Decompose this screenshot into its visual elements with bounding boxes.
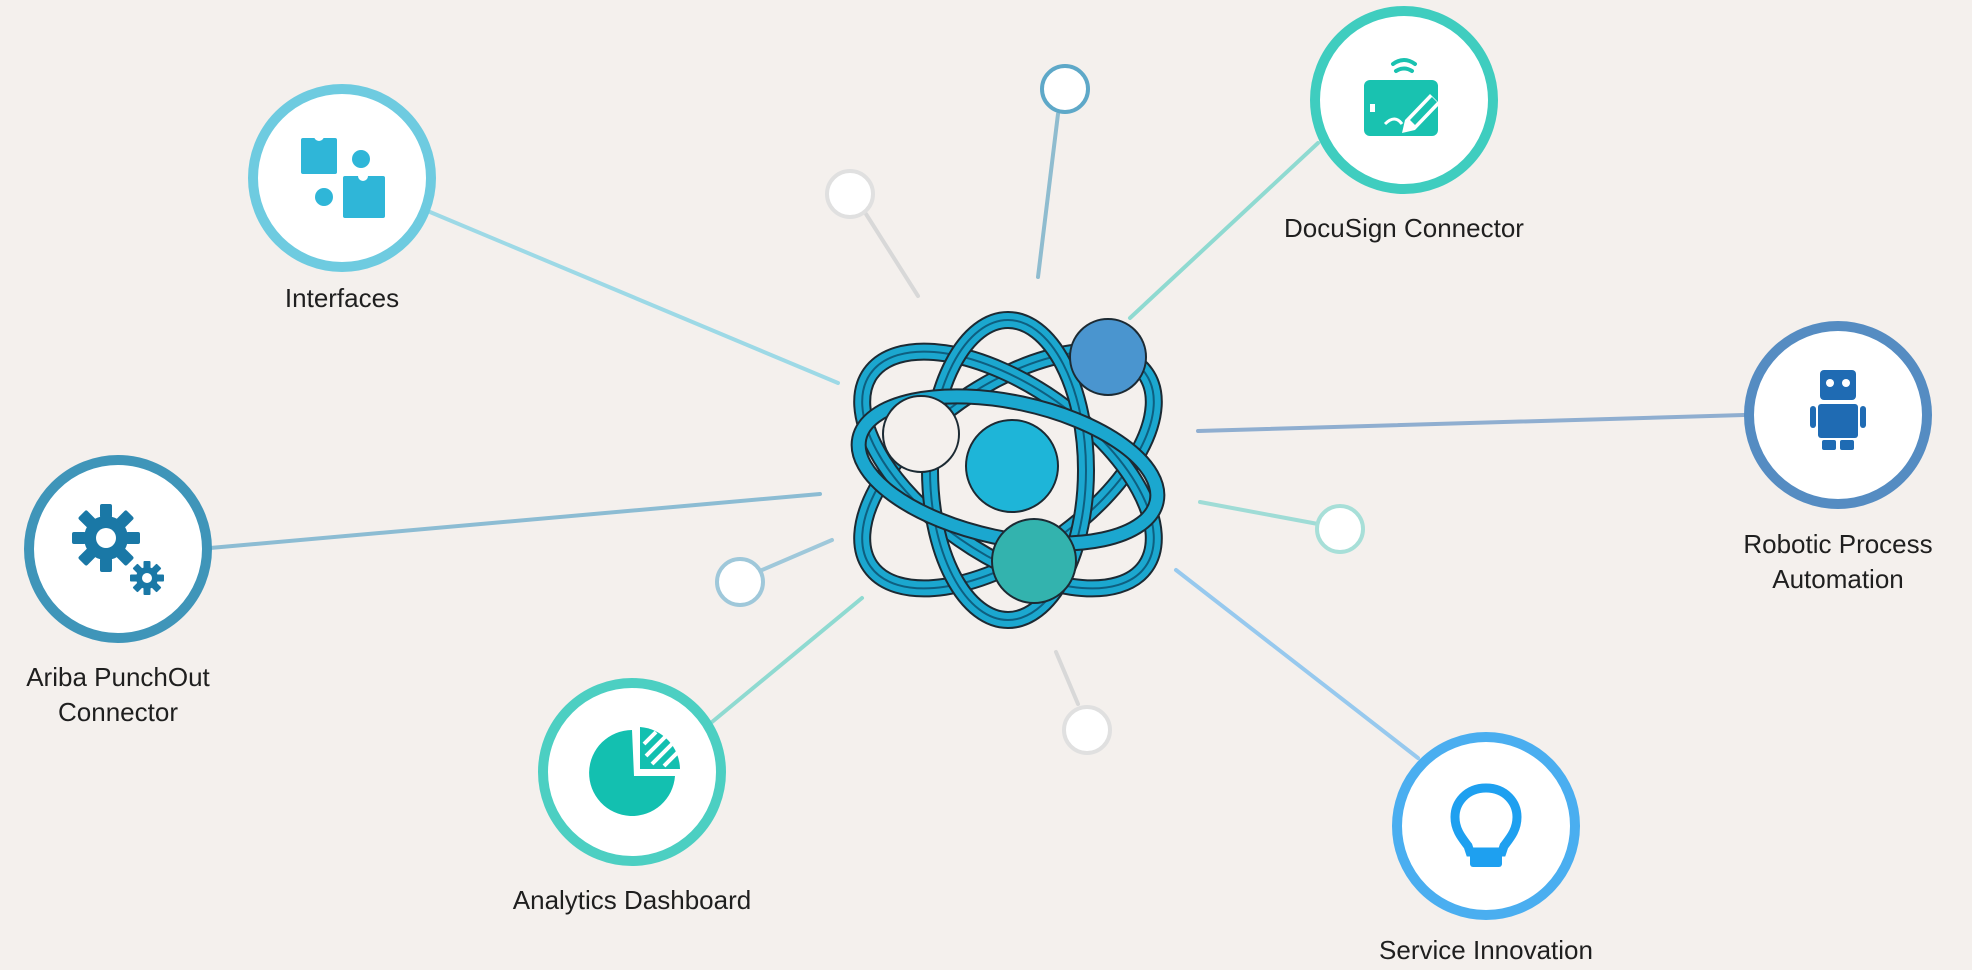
satellite-bottom (1062, 705, 1112, 755)
node-docusign (1310, 6, 1498, 194)
connector-docusign (1128, 141, 1320, 320)
node-service-circle (1392, 732, 1580, 920)
node-interfaces (248, 84, 436, 272)
electron-teal (991, 518, 1077, 604)
electron-blue (1069, 318, 1147, 396)
atom-icon (850, 311, 1166, 629)
connector-ariba (208, 492, 822, 550)
node-analytics (538, 678, 726, 866)
label-ariba-line1: Ariba PunchOut (26, 662, 210, 692)
connector-satellite-upper-left (864, 212, 920, 298)
connector-satellite-top (1036, 112, 1060, 279)
lightbulb-icon (1450, 783, 1522, 867)
connector-rpa (1196, 413, 1746, 433)
connector-satellite-right (1198, 500, 1320, 526)
node-rpa (1744, 321, 1932, 509)
node-interfaces-circle (248, 84, 436, 272)
connector-lines (208, 112, 1746, 760)
satellite-top (1040, 64, 1090, 114)
label-interfaces: Interfaces (284, 283, 400, 313)
label-rpa: Robotic Process Automation (1700, 527, 1972, 597)
label-service: Service Innovation (1379, 935, 1593, 965)
gears-icon (72, 504, 164, 595)
node-service (1392, 732, 1580, 920)
connector-satellite-bottom (1054, 650, 1080, 706)
connector-interfaces (428, 210, 840, 385)
connector-satellite-left (760, 538, 834, 572)
node-ariba (24, 455, 212, 643)
robot-icon (1810, 370, 1866, 450)
label-rpa-line2: Automation (1772, 564, 1904, 594)
pie-chart-icon (589, 727, 682, 816)
label-analytics: Analytics Dashboard (512, 885, 752, 915)
signature-tablet-icon (1364, 58, 1440, 136)
label-docusign: DocuSign Connector (1284, 213, 1524, 243)
satellites (715, 64, 1365, 755)
label-ariba: Ariba PunchOut Connector (0, 660, 236, 730)
electron-white (882, 395, 960, 473)
satellite-upper-left (825, 169, 875, 219)
puzzle-icon (301, 131, 385, 218)
atom-core (965, 419, 1059, 513)
satellite-right (1315, 504, 1365, 554)
connector-service (1174, 568, 1420, 760)
label-rpa-line1: Robotic Process (1743, 529, 1933, 559)
label-ariba-line2: Connector (58, 697, 178, 727)
satellite-left (715, 557, 765, 607)
connector-analytics (710, 596, 864, 724)
